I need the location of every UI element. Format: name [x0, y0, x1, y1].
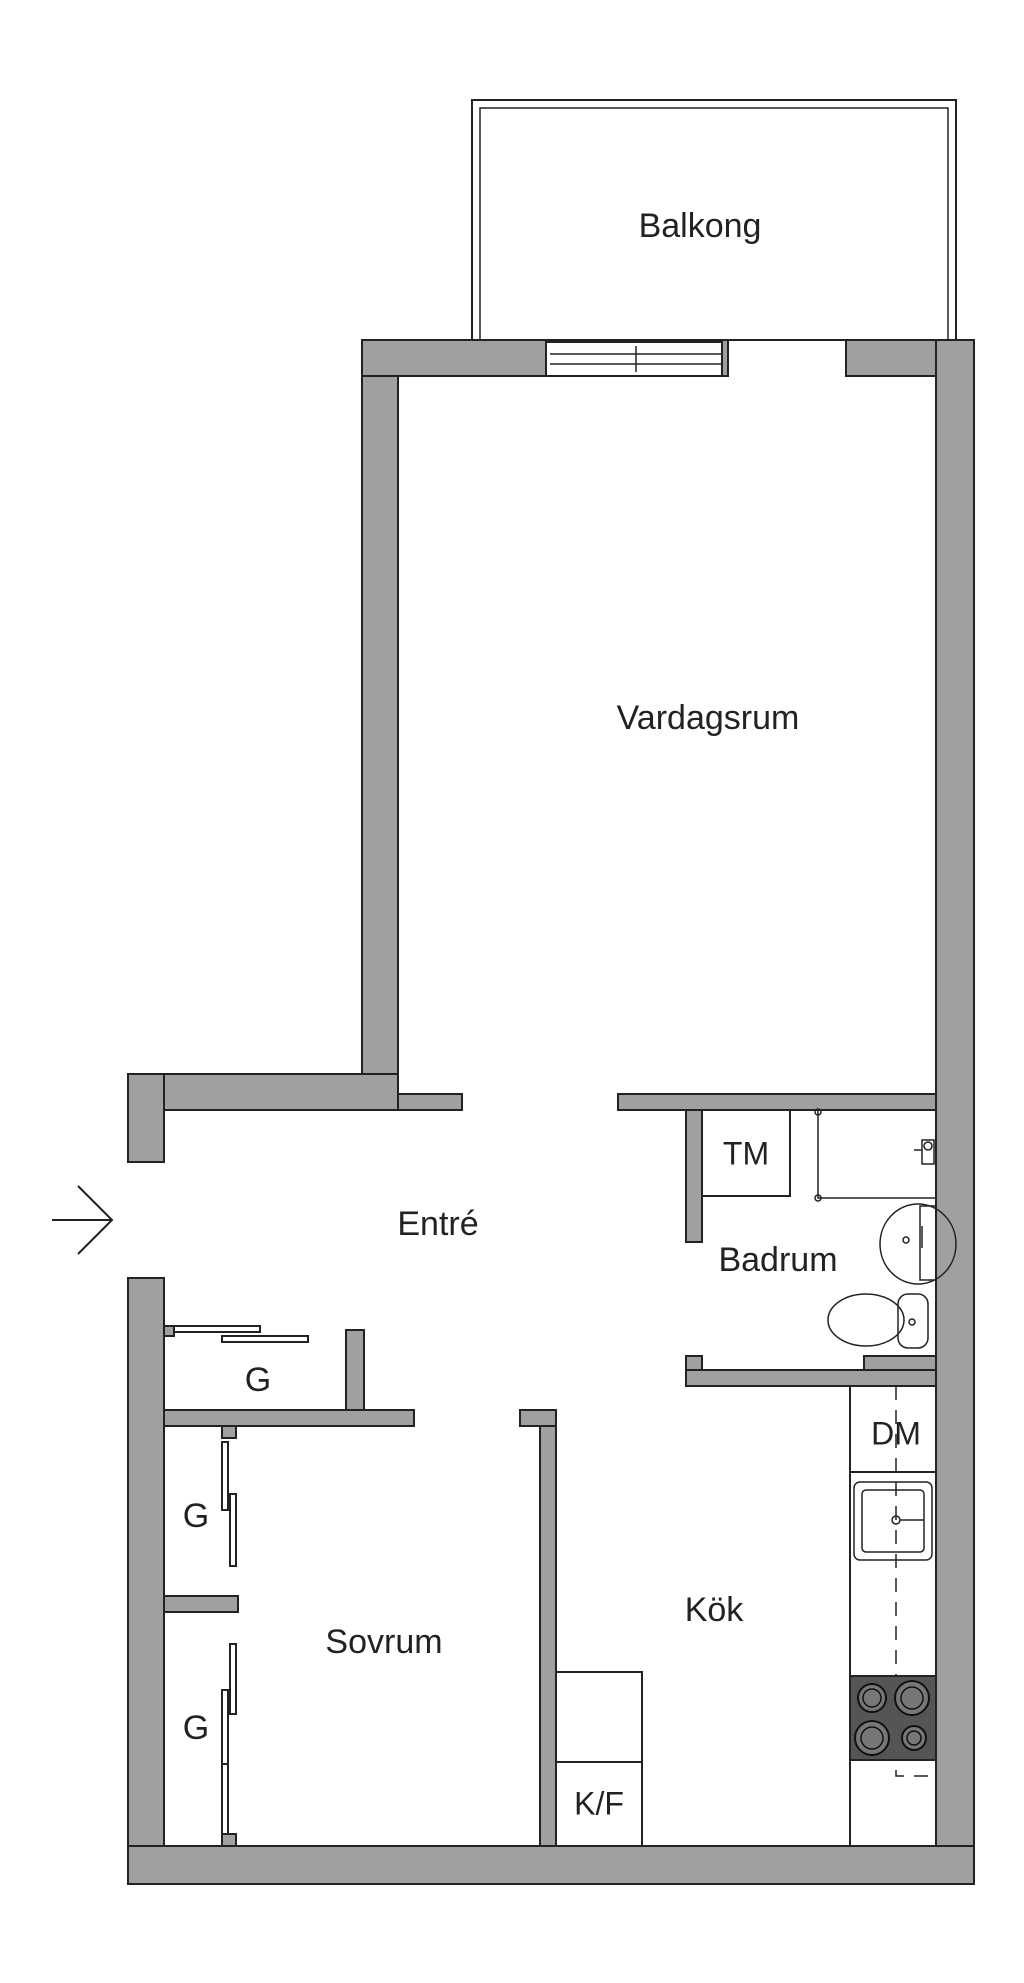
balcony — [471, 99, 957, 341]
bedroom-wardrobe-doors — [221, 1441, 237, 1835]
kitchen-label: Kök — [685, 1591, 745, 1629]
balcony-label: Balkong — [639, 207, 762, 245]
bedroom-wardrobe-bottom-label: G — [183, 1709, 209, 1747]
entry-wardrobe-doors — [163, 1325, 309, 1343]
toilet-icon — [827, 1293, 929, 1349]
shower-icon — [914, 1139, 935, 1165]
entrance-arrow-icon — [52, 1185, 114, 1255]
kitchen-sink-icon — [853, 1481, 933, 1561]
fridge-freezer-label: K/F — [574, 1785, 624, 1821]
entry-wardrobe-label: G — [245, 1361, 271, 1399]
washing-machine-label: TM — [723, 1135, 769, 1171]
living-room-label: Vardagsrum — [617, 699, 800, 737]
hob-icon — [849, 1675, 937, 1761]
bathroom-fixtures — [701, 1108, 957, 1349]
interior-walls — [163, 1093, 937, 1847]
bathroom-label: Badrum — [718, 1241, 837, 1279]
sink-icon — [879, 1203, 957, 1285]
bedroom-label: Sovrum — [325, 1623, 442, 1661]
bedroom-wardrobe-top-label: G — [183, 1497, 209, 1535]
entrance-label: Entré — [397, 1205, 478, 1243]
outer-walls — [127, 339, 975, 1885]
dishwasher-label: DM — [871, 1415, 921, 1451]
kitchen-counter — [555, 1386, 937, 1847]
